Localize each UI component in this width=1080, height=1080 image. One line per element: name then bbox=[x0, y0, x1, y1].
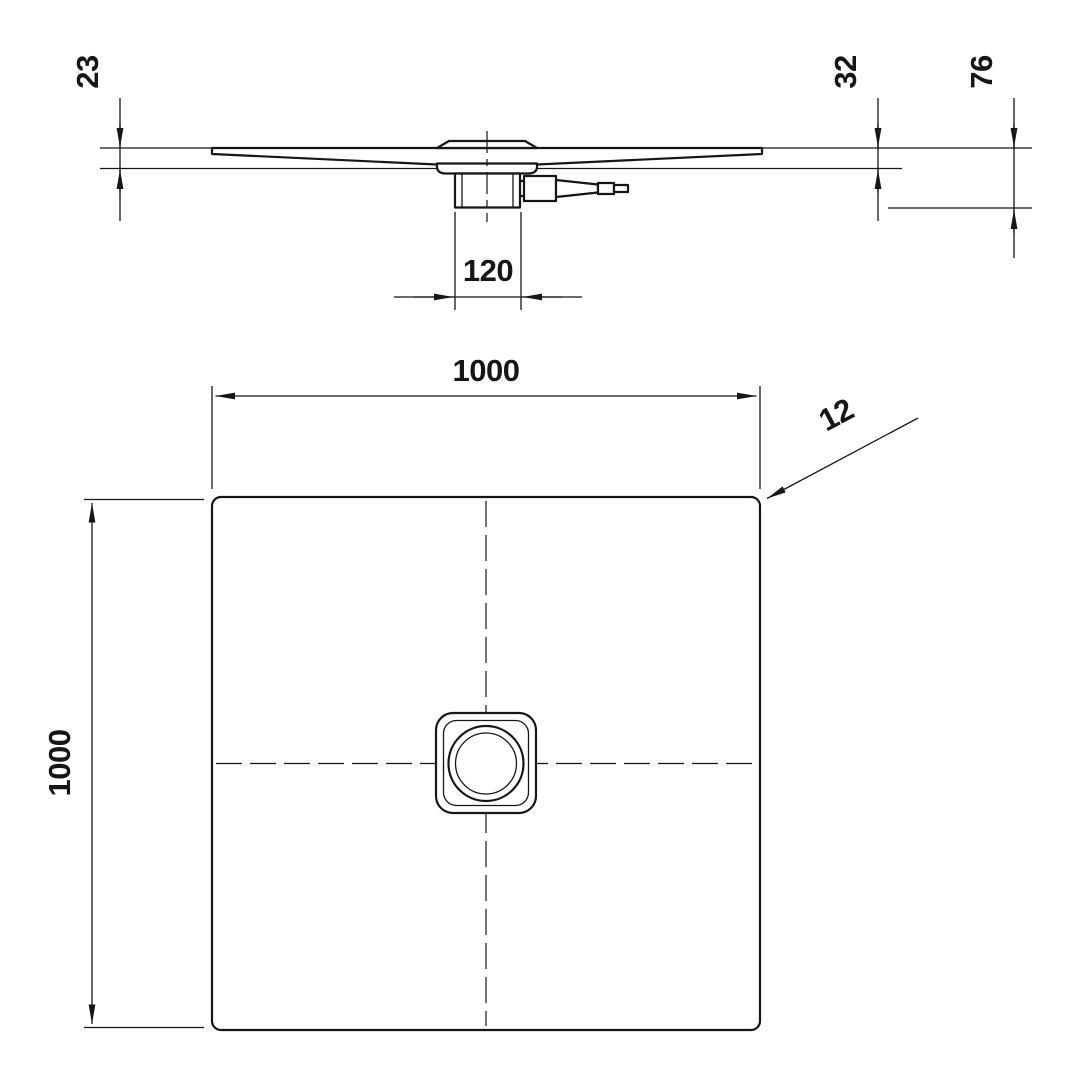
dimension-76: 76 bbox=[888, 55, 1032, 258]
dim-120-label: 120 bbox=[463, 253, 513, 288]
drain-frame-inner bbox=[442, 719, 530, 807]
drain-plan bbox=[434, 711, 538, 815]
dimension-width-1000: 1000 bbox=[211, 353, 761, 489]
dimension-120: 120 bbox=[394, 212, 582, 310]
dim-23-label: 23 bbox=[70, 55, 105, 89]
outlet-union-nut bbox=[522, 174, 558, 203]
dimension-depth-1000: 1000 bbox=[42, 498, 204, 1029]
corner-leader-line bbox=[766, 417, 919, 500]
drain-circle-inner bbox=[454, 732, 518, 795]
drain-flange bbox=[435, 162, 539, 175]
dim-width-label: 1000 bbox=[453, 353, 520, 388]
dimension-32: 32 bbox=[828, 55, 882, 221]
drain-frame-outer bbox=[434, 711, 538, 815]
outlet-fitting bbox=[596, 181, 616, 196]
dimension-corner-12: 12 bbox=[766, 391, 919, 500]
dim-depth-label: 1000 bbox=[42, 730, 77, 797]
drain-assembly-section bbox=[435, 162, 630, 209]
drain-circle-outer bbox=[447, 724, 525, 803]
dimension-23: 23 bbox=[70, 55, 124, 221]
outlet-tip bbox=[612, 183, 630, 194]
side-view: 23 32 76 120 bbox=[70, 55, 1032, 310]
dim-corner-label: 12 bbox=[813, 391, 859, 438]
plan-view: 1000 1000 12 bbox=[42, 353, 919, 1032]
dim-32-label: 32 bbox=[828, 55, 863, 88]
outlet-tailpiece bbox=[554, 178, 600, 199]
dim-76-label: 76 bbox=[964, 55, 999, 89]
